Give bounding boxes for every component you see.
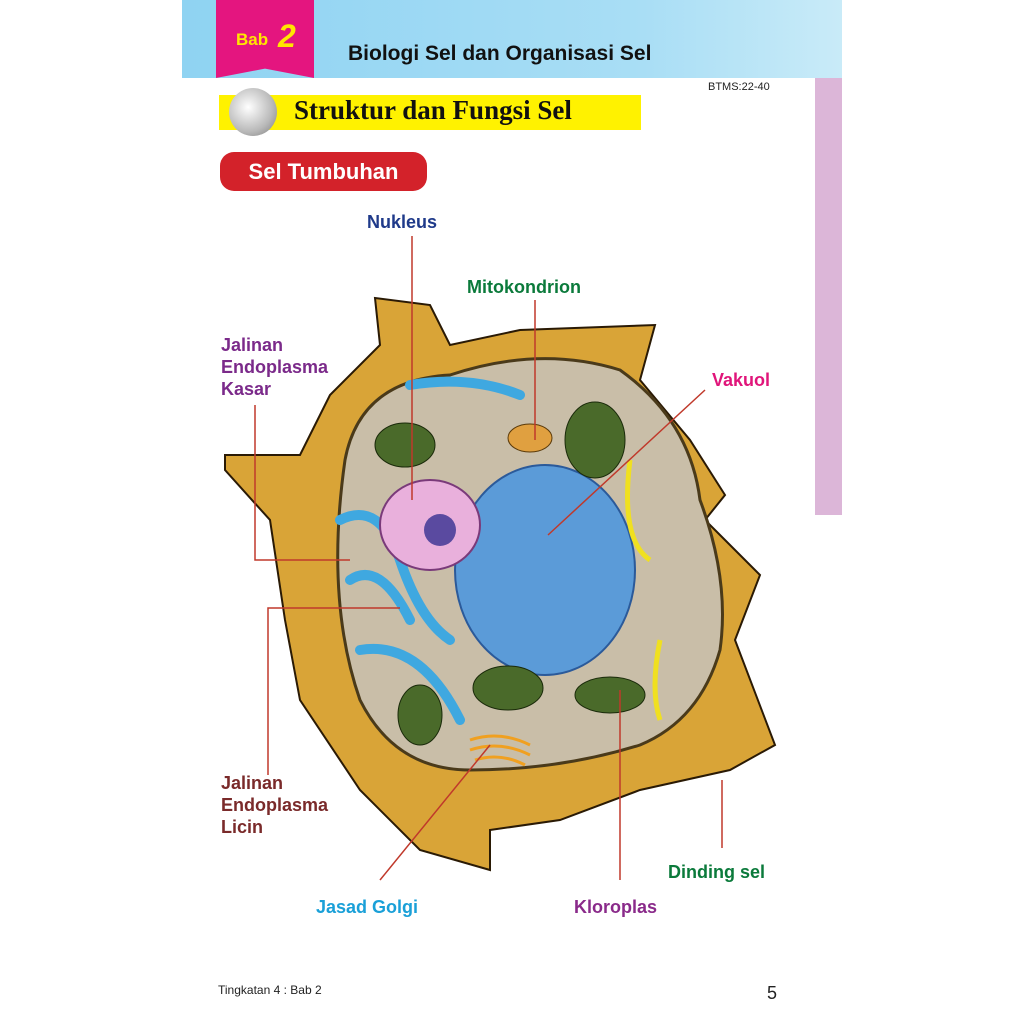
subsection-badge: Sel Tumbuhan: [220, 152, 427, 191]
chapter-number: 2: [278, 18, 296, 54]
section-title: Struktur dan Fungsi Sel: [294, 95, 572, 125]
cell-globe-icon: [229, 88, 277, 136]
chloroplast: [472, 665, 544, 711]
label-line: Jalinan: [221, 335, 284, 355]
mitochondrion: [507, 423, 553, 453]
section-highlight: [219, 95, 641, 130]
chloroplast: [374, 422, 436, 468]
chapter-ribbon: Bab 2: [216, 0, 314, 78]
yellow-er: [625, 459, 663, 721]
label-line: Jalinan: [221, 773, 284, 793]
label-golgi: Jasad Golgi: [316, 897, 419, 917]
page-number: 5: [767, 983, 778, 1003]
side-tab: [815, 78, 842, 515]
footer-text: Tingkatan 4 : Bab 2: [218, 983, 322, 997]
label-line: Licin: [221, 817, 264, 837]
label-kloroplas: Kloroplas: [574, 897, 658, 917]
label-line: Endoplasma: [221, 357, 329, 377]
chloroplast: [574, 676, 646, 714]
chloroplast: [564, 401, 626, 479]
vacuole: [454, 464, 636, 676]
label-smooth-er: Jalinan Endoplasma Licin: [221, 772, 328, 838]
chloroplast: [397, 684, 443, 746]
label-vakuol: Vakuol: [712, 370, 771, 390]
leader-lines: [254, 236, 723, 881]
label-line: Endoplasma: [221, 795, 329, 815]
chapter-word: Bab: [236, 30, 269, 49]
chapter-title: Biologi Sel dan Organisasi Sel: [348, 42, 652, 65]
label-line: Kasar: [221, 379, 272, 399]
label-mitokondrion: Mitokondrion: [467, 277, 581, 297]
reference-code: BTMS:22-40: [708, 81, 770, 93]
label-dinding-sel: Dinding sel: [668, 862, 766, 882]
label-nukleus: Nukleus: [367, 212, 438, 232]
nucleolus: [424, 514, 456, 546]
label-rough-er: Jalinan Endoplasma Kasar: [221, 334, 328, 400]
